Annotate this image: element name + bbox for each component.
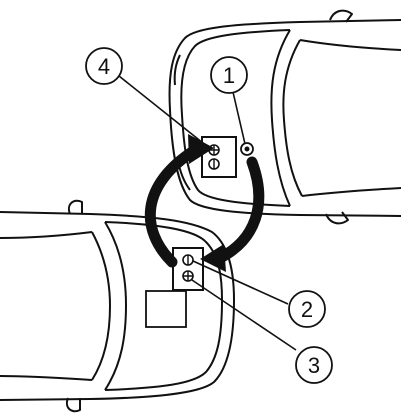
top-car-windshield xyxy=(270,29,291,207)
jumper-cables xyxy=(144,134,265,272)
top-car-corner-top xyxy=(173,54,181,86)
bottom-car-mirror-top xyxy=(68,199,83,215)
leader-line-2 xyxy=(192,260,289,305)
callout-2-label: 2 xyxy=(301,297,313,322)
top-car-mirror-bottom xyxy=(325,211,349,225)
top-car xyxy=(168,9,401,225)
negative-cable-arrow xyxy=(214,156,265,264)
bottom-positive-terminal-mark xyxy=(183,271,193,281)
top-car-hood-line xyxy=(180,29,291,207)
bottom-battery-box xyxy=(172,247,204,291)
leader-lines xyxy=(118,75,297,351)
callout-3-label: 3 xyxy=(308,353,320,378)
callout-4-label: 4 xyxy=(98,54,110,79)
top-car-cabin xyxy=(299,39,401,197)
bottom-car-mirror-bottom xyxy=(66,397,81,413)
bottom-car-cabin xyxy=(0,231,93,381)
top-battery-box xyxy=(201,136,237,178)
top-battery xyxy=(201,136,237,178)
bottom-car-panel xyxy=(145,290,187,328)
callout-4: 4 xyxy=(85,47,123,85)
ground-point xyxy=(240,142,254,156)
top-car-body xyxy=(168,19,401,217)
bottom-car-windshield xyxy=(104,221,127,391)
leader-line-4 xyxy=(118,75,209,148)
callout-3: 3 xyxy=(295,346,333,384)
negative-cable-arrow-head xyxy=(200,244,226,272)
leader-line-3 xyxy=(191,279,297,351)
callout-2: 2 xyxy=(288,290,326,328)
top-car-windshield-inner xyxy=(282,39,303,197)
positive-cable-arrow xyxy=(144,144,201,268)
callout-1-label: 1 xyxy=(223,63,235,88)
bottom-battery xyxy=(172,247,204,291)
positive-cable-arrow-head xyxy=(188,134,214,164)
bottom-car-body xyxy=(0,211,235,401)
callout-1: 1 xyxy=(210,56,248,94)
leader-line-1 xyxy=(232,91,246,145)
top-car-mirror-top xyxy=(329,9,353,23)
bottom-car xyxy=(0,199,235,413)
bottom-car-windshield-inner xyxy=(91,231,111,381)
